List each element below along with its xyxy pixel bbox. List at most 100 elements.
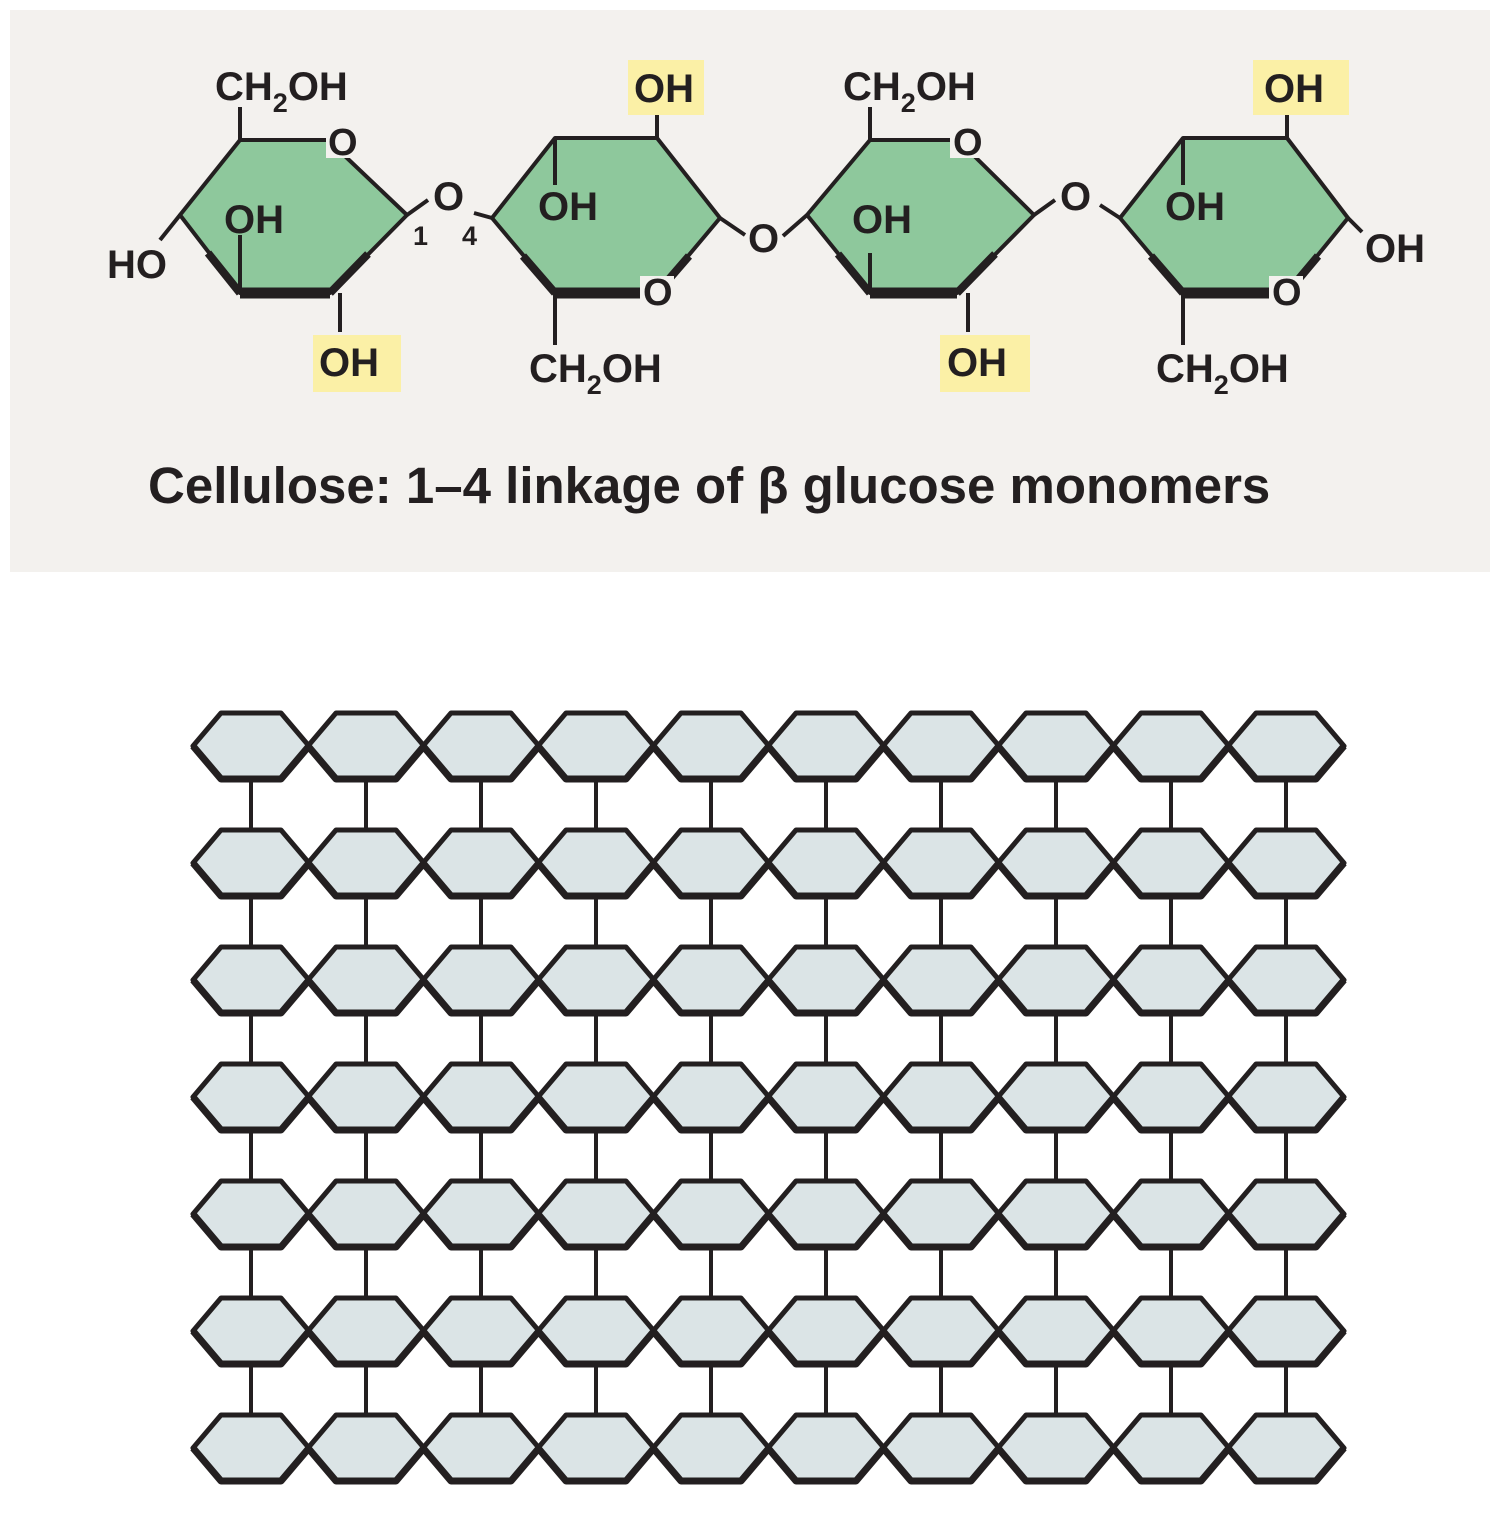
glucose-unit-edge: [190, 1328, 312, 1368]
ring-o-patch-3: [950, 128, 980, 158]
ring-3-front-left: [834, 251, 874, 296]
carbon-number-1: 1: [413, 221, 428, 251]
ring-3-front-right: [954, 251, 998, 296]
glucose-unit-edge: [305, 1445, 427, 1485]
cellulose-fiber-lattice: [190, 710, 1347, 1485]
oh-right: OH: [1365, 227, 1425, 271]
glucose-unit-edge: [1225, 860, 1347, 900]
cellulose-structure-diagram: CH2OH CH2OH CH2OH CH2OH OH OH OH OH OH O…: [107, 60, 1425, 514]
ring-1-front-left: [204, 250, 244, 296]
highlight-oh-top-4: [1253, 60, 1349, 115]
glucose-unit-edge: [1110, 1094, 1232, 1134]
glucose-unit-edge: [650, 743, 772, 783]
ch2oh-label-3: CH2OH: [843, 65, 976, 118]
ring-4-front-left: [1147, 253, 1187, 296]
glucose-unit-edge: [880, 1211, 1002, 1251]
oh-bottom-1: OH: [319, 341, 379, 385]
glucose-unit-edge: [650, 1445, 772, 1485]
glucose-ring-4: [1118, 136, 1350, 295]
highlight-oh-bottom-1: [313, 335, 401, 392]
glucose-unit-edge: [1225, 977, 1347, 1017]
glucose-unit-edge: [190, 1211, 312, 1251]
glucose-unit-edge: [1225, 1328, 1347, 1368]
glucose-unit-edge: [305, 1328, 427, 1368]
glucose-unit-edge: [190, 1445, 312, 1485]
ring-1-front-right: [327, 251, 371, 296]
molecule-panel: CH2OH CH2OH CH2OH CH2OH OH OH OH OH OH O…: [10, 10, 1490, 572]
glucose-unit-edge: [765, 1445, 887, 1485]
glucose-unit-edge: [1110, 1211, 1232, 1251]
ch2oh-label-1: CH2OH: [215, 65, 348, 118]
glucose-unit-edge: [535, 1445, 657, 1485]
oh-top-4: OH: [1264, 67, 1324, 111]
glucose-ring-1: [178, 138, 409, 295]
glucose-unit-edge: [1225, 743, 1347, 783]
oh-inner-2: OH: [538, 185, 598, 229]
ring-o-2: O: [643, 272, 673, 314]
glucose-unit-edge: [995, 743, 1117, 783]
oh-inner-3: OH: [852, 198, 912, 242]
glucose-unit-edge: [880, 977, 1002, 1017]
ring-o-patch-4: [1269, 276, 1303, 310]
ho-left: HO: [107, 243, 167, 287]
ch2oh-label-2: CH2OH: [529, 347, 662, 400]
glucose-unit-edge: [535, 977, 657, 1017]
glucose-unit-edge: [650, 977, 772, 1017]
caption: Cellulose: 1–4 linkage of β glucose mono…: [148, 457, 1270, 514]
glucose-unit-edge: [765, 743, 887, 783]
glucose-unit-edge: [765, 1328, 887, 1368]
glucose-unit-edge: [1110, 743, 1232, 783]
glucose-unit-edge: [535, 860, 657, 900]
glucose-unit-edge: [1110, 977, 1232, 1017]
glucose-unit-edge: [535, 1211, 657, 1251]
bridge-o-2: O: [748, 217, 779, 261]
glucose-unit-edge: [765, 1094, 887, 1134]
glucose-unit-edge: [535, 743, 657, 783]
glucose-unit-edge: [420, 977, 542, 1017]
glucose-unit-edge: [190, 977, 312, 1017]
glucose-unit-edge: [995, 1211, 1117, 1251]
bridge-o-1: O: [433, 175, 464, 219]
oh-top-2: OH: [634, 67, 694, 111]
glucose-unit-edge: [995, 1445, 1117, 1485]
glucose-ring-3: [805, 138, 1036, 295]
glucose-unit-edge: [1225, 1445, 1347, 1485]
glucose-unit-edge: [190, 1094, 312, 1134]
ring-o-patch-2: [640, 276, 674, 310]
glucose-unit-edge: [535, 1328, 657, 1368]
glucose-unit-edge: [190, 743, 312, 783]
glucose-unit-edge: [765, 977, 887, 1017]
bridge-o-3: O: [1060, 175, 1091, 219]
glucose-unit-edge: [305, 743, 427, 783]
ch2oh-label-4: CH2OH: [1156, 347, 1289, 400]
oh-inner-4: OH: [1165, 185, 1225, 229]
glucose-unit-edge: [650, 860, 772, 900]
ring-o-patch-1: [326, 128, 354, 158]
ring-o-1: O: [328, 122, 358, 164]
glucose-unit-edge: [880, 860, 1002, 900]
carbon-number-4: 4: [462, 221, 477, 251]
glucose-unit-edge: [420, 743, 542, 783]
glucose-unit-edge: [1225, 1211, 1347, 1251]
glucose-unit-edge: [765, 860, 887, 900]
glucose-unit-edge: [880, 1328, 1002, 1368]
glucose-unit-edge: [420, 1094, 542, 1134]
glucose-unit-edge: [305, 977, 427, 1017]
glucose-unit-edge: [995, 1328, 1117, 1368]
glucose-unit-edge: [650, 1211, 772, 1251]
glucose-unit-edge: [305, 1211, 427, 1251]
glucose-unit-edge: [995, 977, 1117, 1017]
highlight-oh-bottom-3: [940, 335, 1030, 392]
glucose-unit-edge: [535, 1094, 657, 1134]
glucose-unit-edge: [420, 1445, 542, 1485]
ring-2-front-left: [519, 253, 559, 296]
ring-o-3: O: [953, 122, 983, 164]
glucose-unit-edge: [420, 1328, 542, 1368]
oh-bottom-3: OH: [947, 341, 1007, 385]
glucose-unit-edge: [1110, 1445, 1232, 1485]
glucose-unit-edge: [880, 1445, 1002, 1485]
glucose-ring-2: [490, 136, 722, 295]
glucose-unit-edge: [650, 1094, 772, 1134]
glucose-unit-edge: [995, 860, 1117, 900]
glucose-unit-edge: [1225, 1094, 1347, 1134]
